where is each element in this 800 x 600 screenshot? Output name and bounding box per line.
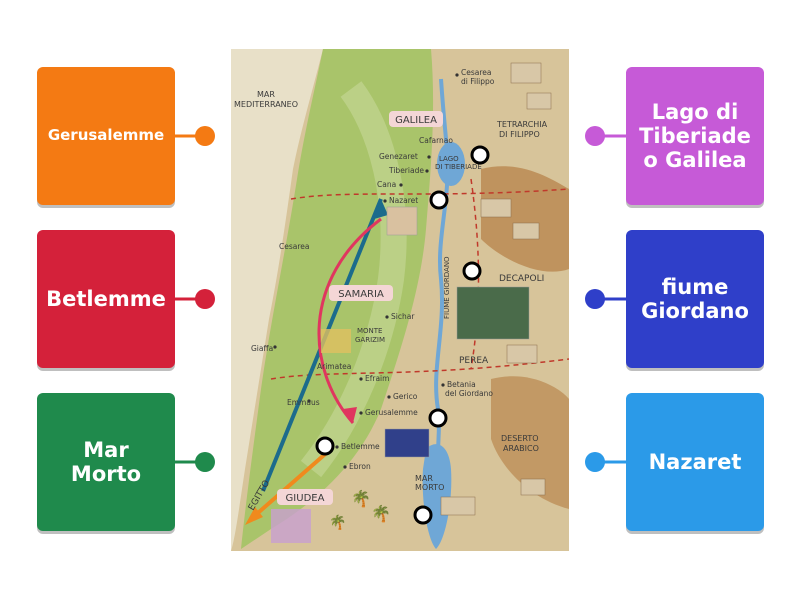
label-nazaret[interactable]: Nazaret: [626, 393, 764, 531]
city-efraim: Efraim: [365, 374, 389, 383]
house-icon: [520, 478, 546, 496]
label-fiume-giordano[interactable]: fiume Giordano: [626, 230, 764, 368]
region-giudea: GIUDEA: [286, 493, 325, 504]
hotspot-mar-morto[interactable]: [413, 505, 433, 525]
connector-blue: [585, 452, 626, 472]
label-fiume-giordano-text: fiume Giordano: [641, 274, 749, 323]
palm-icon: 🌴: [371, 504, 391, 523]
region-perea: PEREA: [459, 356, 489, 366]
picture-garizim: [321, 329, 351, 353]
city-sichar: Sichar: [391, 312, 415, 321]
house-icon: [526, 92, 552, 110]
region-decapoli: DECAPOLI: [499, 274, 544, 284]
hotspot-nazaret[interactable]: [429, 190, 449, 210]
palm-icon: 🌴: [329, 514, 346, 531]
connector-green: [175, 452, 215, 472]
region-samaria: SAMARIA: [338, 289, 384, 300]
house-icon: [440, 496, 476, 516]
city-tiberiade: Tiberiade: [388, 166, 424, 175]
label-gerusalemme[interactable]: Gerusalemme: [37, 67, 175, 205]
picture-nazaret: [386, 206, 418, 236]
connector-purple: [585, 126, 626, 146]
city-ebron: Ebron: [349, 462, 371, 471]
city-arimatea: Arimatea: [317, 362, 351, 371]
label-betlemme-text: Betlemme: [46, 286, 166, 311]
palm-icon: 🌴: [351, 489, 371, 508]
sea-line-1: MAR: [257, 90, 275, 99]
hotspot-betlemme[interactable]: [315, 436, 335, 456]
region-galilea-badge: GALILEA: [389, 111, 443, 127]
city-cesarea: Cesarea: [279, 242, 309, 251]
label-lago-tiberiade-text: Lago di Tiberiade o Galilea: [639, 99, 751, 173]
city-gerusalemme: Gerusalemme: [365, 408, 418, 417]
hotspot-gerusalemme[interactable]: [428, 408, 448, 428]
connector-red: [175, 289, 215, 309]
hotspot-lago-tiberiade[interactable]: [470, 145, 490, 165]
map-illustrations: 🌴 🌴 🌴: [271, 62, 552, 543]
city-gerico: Gerico: [393, 392, 418, 401]
house-icon: [480, 198, 512, 218]
house-icon: [506, 344, 538, 364]
city-emmaus: Emmaus: [287, 398, 320, 407]
city-genezaret: Genezaret: [379, 152, 418, 161]
region-galilea: GALILEA: [395, 115, 437, 126]
hotspot-fiume-giordano[interactable]: [462, 261, 482, 281]
city-giaffa: Giaffa: [251, 344, 273, 353]
region-samaria-badge: SAMARIA: [329, 285, 393, 301]
region-fiume: FIUME GIORDANO: [443, 256, 451, 319]
drop-targets: [315, 145, 490, 525]
house-icon: [512, 222, 540, 240]
city-cafarnao: Cafarnao: [419, 136, 453, 145]
picture-gerusalemme: [384, 428, 430, 458]
label-nazaret-text: Nazaret: [648, 449, 742, 474]
city-betlemme: Betlemme: [341, 442, 380, 451]
label-mar-morto-text: Mar Morto: [70, 437, 142, 486]
sea-line-2: MEDITERRANEO: [234, 100, 298, 109]
label-betlemme[interactable]: Betlemme: [37, 230, 175, 368]
region-giudea-badge: GIUDEA: [277, 489, 333, 505]
house-icon: [510, 62, 542, 84]
label-mar-morto[interactable]: Mar Morto: [37, 393, 175, 531]
city-cana: Cana: [377, 180, 396, 189]
picture-egitto: [271, 509, 311, 543]
city-nazaret: Nazaret: [389, 196, 418, 205]
connector-orange: [175, 126, 215, 146]
connector-navy: [585, 289, 626, 309]
label-lago-tiberiade[interactable]: Lago di Tiberiade o Galilea: [626, 67, 764, 205]
picture-giordano: [456, 286, 530, 340]
label-gerusalemme-text: Gerusalemme: [47, 126, 165, 145]
